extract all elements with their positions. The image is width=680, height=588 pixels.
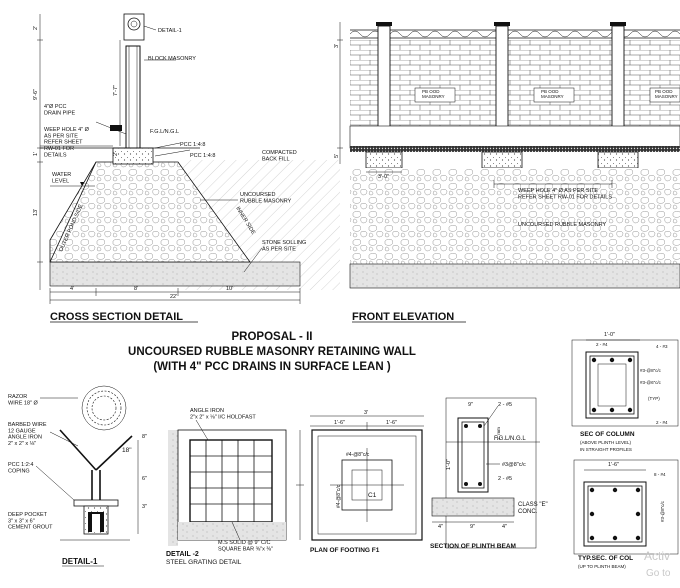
detail1-callout: DETAIL-1 <box>158 28 182 34</box>
dim-2b: 2' <box>113 152 119 156</box>
footing-dim-1-6a: 1'-6" <box>334 420 345 426</box>
col-bars-b: 2 - #4 <box>656 420 668 425</box>
col-stirrups: #3-@8"c/c <box>640 368 662 373</box>
d1-dim-8: 8" <box>142 434 147 440</box>
plinth-dim-2mm: 2" mm <box>496 427 501 440</box>
fe-uncoursed-label: UNCOURSED RUBBLE MASONRY <box>518 222 607 228</box>
column-sections-drawing <box>571 339 679 555</box>
footing-bars-h: #4-@8"c/c <box>346 452 370 458</box>
cross-section-title: CROSS SECTION DETAIL <box>50 311 183 323</box>
col-label2: (ABOVE PLINTH LEVEL) <box>580 440 632 445</box>
detail1-drawing <box>35 385 139 541</box>
d1-dim-18: 18" <box>122 447 132 454</box>
plinth-class-e: CLASS "E"CONC. <box>518 502 548 515</box>
dim-22: 22' <box>170 294 177 300</box>
plinth-dim-1-0: 1'-0" <box>446 459 452 470</box>
plinth-top-bar: 2 - #5 <box>498 402 512 408</box>
detail2-label: DETAIL -2 <box>166 551 199 558</box>
col-stirrup-b: #3-@8"c/c <box>660 500 665 522</box>
d1-dim-3: 3" <box>142 504 147 510</box>
plinth-fgl: F.G.L/N.G.L <box>494 436 526 442</box>
footing-dim-1-6b: 1'-6" <box>386 420 397 426</box>
plinth-beam-drawing <box>431 397 540 549</box>
footing-col-label: C1 <box>368 492 377 499</box>
fe-dim-5: 5' <box>334 154 340 158</box>
detail2-sub: STEEL GRATING DETAIL <box>166 559 242 566</box>
d1-dim-6: 6" <box>142 476 147 482</box>
front-elevation-drawing <box>337 22 680 290</box>
footing-plan-label: PLAN OF FOOTING F1 <box>310 547 380 554</box>
plinth-bot-bar: 2 - #5 <box>498 476 512 482</box>
dim-2: 2' <box>33 26 39 30</box>
col-label4: TYP.SEC. OF COL <box>578 555 633 562</box>
block-masonry-label: BLOCK MASONRY <box>148 56 196 62</box>
footing-bars-v: #4-@8"c/c <box>336 484 342 508</box>
plinth-dim-4a: 4" <box>438 524 443 530</box>
fe-dim-3: 3' <box>334 44 340 48</box>
pcc2-label: PCC 1:4:8 <box>190 153 215 159</box>
proposal-heading: PROPOSAL - II <box>232 331 313 343</box>
watermark-line1: Activ <box>644 549 670 563</box>
col-typ: (TYP) <box>648 396 660 401</box>
dim-10: 10' <box>226 286 233 292</box>
pcc1-label: PCC 1:4:8 <box>180 142 205 148</box>
fe-dim-3-0: 3'-0" <box>378 174 389 180</box>
drains-heading: (WITH 4" PCC DRAINS IN SURFACE LEAN ) <box>153 361 391 373</box>
detail1-label: DETAIL-1 <box>62 557 98 566</box>
col-label1: SEC OF COLUMN <box>580 431 635 438</box>
dim-7-7: 7'-7" <box>113 85 119 96</box>
plinth-dim-9b: 9" <box>470 524 475 530</box>
plinth-label: SECTION OF PLINTH BEAM <box>430 543 516 550</box>
dim-13: 13' <box>33 209 39 216</box>
footing-dim-3: 3' <box>364 410 368 416</box>
col-label3: IN STRAIGHT PROFILES <box>580 447 632 452</box>
detail2-drawing <box>168 419 287 546</box>
col-label5: (UP TO PLINTH BEAM) <box>578 564 626 569</box>
col-stirrups2: #3-@6"c/c <box>640 380 662 385</box>
col-dim-1-0: 1'-0" <box>604 332 615 338</box>
col-bars-r: 4 - #3 <box>656 344 668 349</box>
plinth-dim-9: 9" <box>468 402 473 408</box>
plinth-dim-4b: 4" <box>502 524 507 530</box>
cross-section-drawing <box>37 13 340 304</box>
plinth-stirrup: #3@8"c/c <box>502 462 526 468</box>
col-bars: 2 - #4 <box>596 342 608 347</box>
watermark-line2: Go to <box>646 568 671 579</box>
wall-heading: UNCOURSED RUBBLE MASONRY RETAINING WALL <box>128 346 416 358</box>
footing-plan-drawing <box>296 415 424 541</box>
dim-1: 1' <box>33 152 39 156</box>
dim-4: 4' <box>70 286 74 292</box>
col-dim-1-6: 1'-6" <box>608 462 619 468</box>
front-elevation-title: FRONT ELEVATION <box>352 311 454 323</box>
dim-9-6: 9'-6" <box>33 89 39 100</box>
fgl-label: F.G.L/N.G.L <box>150 129 179 135</box>
col-bars-8: 8 - #4 <box>654 472 666 477</box>
dim-8: 8' <box>134 286 138 292</box>
